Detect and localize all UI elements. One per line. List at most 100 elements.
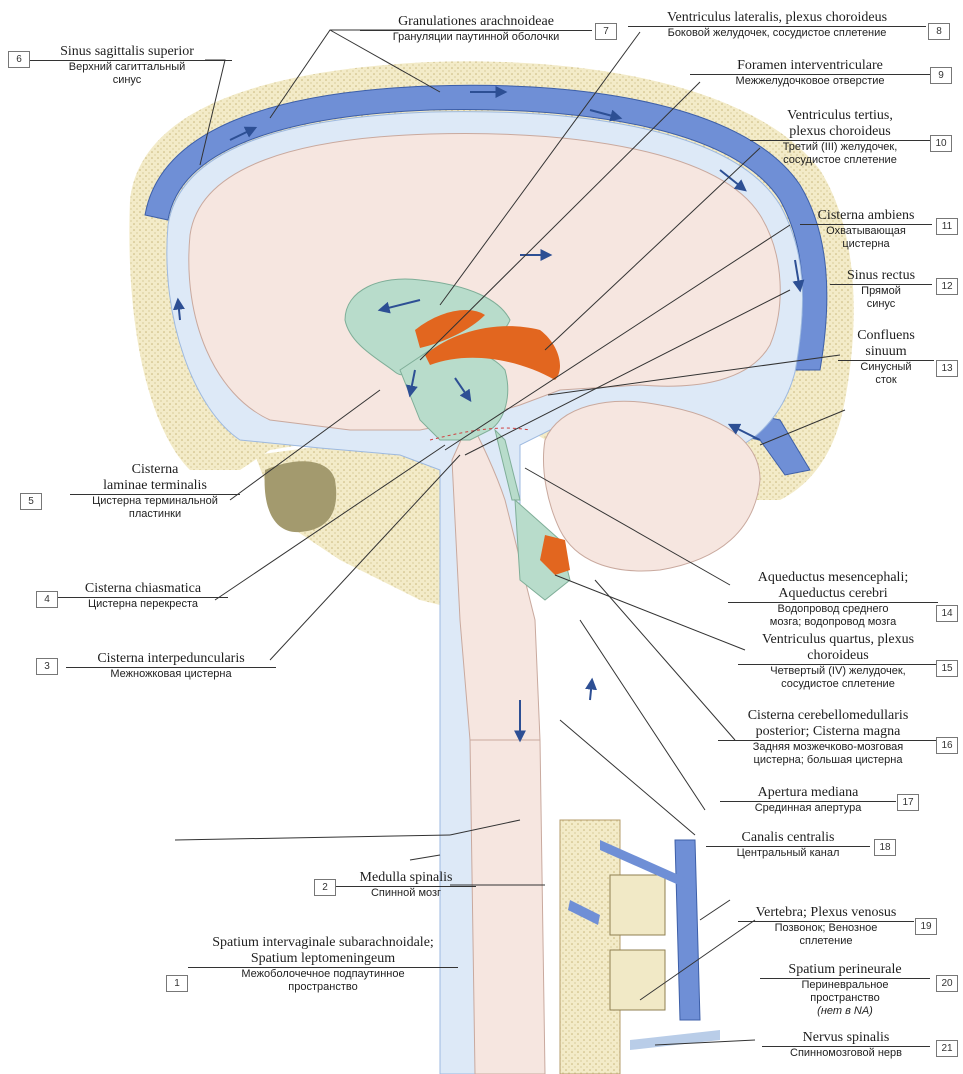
label-9-latin: Foramen interventriculare [690, 58, 930, 74]
label-18-russian: Центральный канал [706, 847, 870, 860]
label-1-russian-2: пространство [188, 981, 458, 994]
label-1: Spatium intervaginale subarachnoidale; S… [188, 935, 458, 994]
label-20-russian: Периневральное [760, 979, 930, 992]
badge-11: 11 [936, 218, 958, 235]
label-16-russian-2: цистерна; большая цистерна [718, 754, 938, 767]
label-17-russian: Срединная апертура [720, 802, 896, 815]
label-14-russian-2: мозга; водопровод мозга [728, 616, 938, 629]
label-20: Spatium perineurale Периневральное прост… [760, 962, 930, 1018]
label-7-latin: Granulationes arachnoideae [360, 14, 592, 30]
label-4-latin: Cisterna chiasmatica [58, 581, 228, 597]
vertebral-column [560, 820, 620, 1074]
label-3: Cisterna interpeduncularis Межножковая ц… [66, 651, 276, 681]
label-2-latin: Medulla spinalis [336, 870, 476, 886]
label-5-russian-2: пластинки [70, 508, 240, 521]
badge-14: 14 [936, 605, 958, 622]
badge-8: 8 [928, 23, 950, 40]
label-19: Vertebra; Plexus venosus Позвонок; Веноз… [738, 905, 914, 948]
label-19-latin: Vertebra; Plexus venosus [738, 905, 914, 921]
badge-16: 16 [936, 737, 958, 754]
badge-3: 3 [36, 658, 58, 675]
label-15-latin: Ventriculus quartus, plexus [738, 632, 938, 648]
badge-9: 9 [930, 67, 952, 84]
label-4-russian: Цистерна перекреста [58, 598, 228, 611]
label-4: Cisterna chiasmatica Цистерна перекреста [58, 581, 228, 611]
label-15: Ventriculus quartus, plexus choroideus Ч… [738, 632, 938, 691]
badge-17: 17 [897, 794, 919, 811]
label-10: Ventriculus tertius, plexus choroideus Т… [750, 108, 930, 167]
badge-7: 7 [595, 23, 617, 40]
label-6-russian-2: синус [22, 74, 232, 87]
label-14-russian: Водопровод среднего [728, 603, 938, 616]
label-13-russian-2: сток [838, 374, 934, 387]
label-5-latin-2: laminae terminalis [70, 478, 240, 494]
label-10-latin-2: plexus choroideus [750, 124, 930, 140]
label-17-latin: Apertura mediana [720, 785, 896, 801]
badge-5: 5 [20, 493, 42, 510]
badge-13: 13 [936, 360, 958, 377]
label-21-russian: Спинномозговой нерв [762, 1047, 930, 1060]
label-10-russian-2: сосудистое сплетение [750, 154, 930, 167]
label-16-latin: Cisterna cerebellomedullaris [718, 708, 938, 724]
label-12-russian-2: синус [830, 298, 932, 311]
label-5-latin: Cisterna [70, 462, 240, 478]
label-1-russian: Межоболочечное подпаутинное [188, 968, 458, 981]
label-13: Confluens sinuum Синусный сток [838, 328, 934, 387]
badge-4: 4 [36, 591, 58, 608]
label-9: Foramen interventriculare Межжелудочково… [690, 58, 930, 88]
label-20-russian-3: (нет в NA) [817, 1005, 873, 1017]
label-17: Apertura mediana Срединная апертура [720, 785, 896, 815]
label-20-russian-2: пространство [760, 992, 930, 1005]
sphenoid-sinus [265, 461, 337, 532]
label-5-russian: Цистерна терминальной [70, 495, 240, 508]
label-11-russian: Охватывающая [800, 225, 932, 238]
label-7: Granulationes arachnoideae Грануляции па… [360, 14, 592, 44]
badge-20: 20 [936, 975, 958, 992]
label-13-latin: Confluens [838, 328, 934, 344]
label-2: Medulla spinalis Спинной мозг [336, 870, 476, 900]
label-12-russian: Прямой [830, 285, 932, 298]
label-10-latin: Ventriculus tertius, [750, 108, 930, 124]
label-20-latin: Spatium perineurale [760, 962, 930, 978]
label-18: Canalis centralis Центральный канал [706, 830, 870, 860]
vertebra-body-2 [610, 950, 665, 1010]
badge-6: 6 [8, 51, 30, 68]
label-15-latin-2: choroideus [738, 648, 938, 664]
label-3-russian: Межножковая цистерна [66, 668, 276, 681]
label-19-russian-2: сплетение [738, 935, 914, 948]
label-11-latin: Cisterna ambiens [800, 208, 932, 224]
label-16: Cisterna cerebellomedullaris posterior; … [718, 708, 938, 767]
label-18-latin: Canalis centralis [706, 830, 870, 846]
label-21: Nervus spinalis Спинномозговой нерв [762, 1030, 930, 1060]
label-8: Ventriculus lateralis, plexus choroideus… [628, 10, 926, 40]
label-5: Cisterna laminae terminalis Цистерна тер… [70, 462, 240, 521]
label-16-latin-2: posterior; Cisterna magna [718, 724, 938, 740]
vertebra-body [610, 875, 665, 935]
label-21-latin: Nervus spinalis [762, 1030, 930, 1046]
nerve-root [630, 1030, 720, 1050]
label-6-russian: Верхний сагиттальный [22, 61, 232, 74]
label-12: Sinus rectus Прямой синус [830, 268, 932, 311]
badge-21: 21 [936, 1040, 958, 1057]
label-14: Aqueductus mesencephali; Aqueductus cere… [728, 570, 938, 629]
label-1-latin-2: Spatium leptomeningeum [188, 951, 458, 967]
label-7-russian: Грануляции паутинной оболочки [360, 31, 592, 44]
label-9-russian: Межжелудочковое отверстие [690, 75, 930, 88]
label-11: Cisterna ambiens Охватывающая цистерна [800, 208, 932, 251]
label-6-latin: Sinus sagittalis superior [22, 44, 232, 60]
badge-19: 19 [915, 918, 937, 935]
badge-12: 12 [936, 278, 958, 295]
label-11-russian-2: цистерна [800, 238, 932, 251]
label-8-russian: Боковой желудочек, сосудистое сплетение [628, 27, 926, 40]
badge-1: 1 [166, 975, 188, 992]
label-13-latin-2: sinuum [838, 344, 934, 360]
label-2-russian: Спинной мозг [336, 887, 476, 900]
label-14-latin: Aqueductus mesencephali; [728, 570, 938, 586]
label-10-russian: Третий (III) желудочек, [750, 141, 930, 154]
label-3-latin: Cisterna interpeduncularis [66, 651, 276, 667]
label-19-russian: Позвонок; Венозное [738, 922, 914, 935]
spinal-cord [470, 740, 545, 1074]
label-12-latin: Sinus rectus [830, 268, 932, 284]
badge-2: 2 [314, 879, 336, 896]
